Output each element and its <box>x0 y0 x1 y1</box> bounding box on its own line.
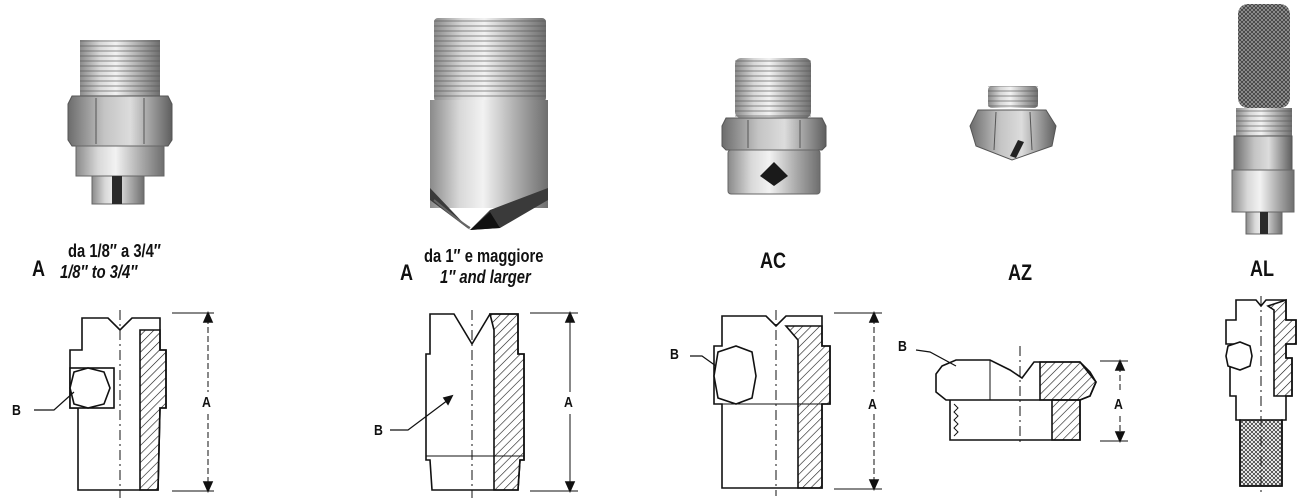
dimension-a-label: A <box>1114 396 1123 413</box>
nozzle-photo-small-icon <box>67 40 173 205</box>
type-code-label: AL <box>1250 256 1275 281</box>
dimension-b-label: B <box>670 346 679 363</box>
dimension-b-label: B <box>12 402 21 419</box>
size-range-it: da 1″ e maggiore <box>424 246 544 266</box>
size-range-it: da 1/8″ a 3/4″ <box>68 241 161 261</box>
nozzle-drawing-large <box>390 310 578 498</box>
nozzle-photo-az-icon <box>969 86 1057 161</box>
dimension-b-label: B <box>374 422 383 439</box>
dimension-b-label: B <box>898 338 907 355</box>
nozzle-photo-al-strainer-icon <box>1231 4 1295 235</box>
nozzle-drawing-al <box>1225 296 1297 496</box>
dimension-a-label: A <box>202 394 211 411</box>
size-range-en: 1/8″ to 3/4″ <box>60 262 138 282</box>
nozzle-drawing-small <box>34 310 214 498</box>
nozzle-drawing-az <box>915 346 1128 446</box>
dimension-a-label: A <box>564 394 573 411</box>
type-code-label: A <box>32 256 46 281</box>
size-range-en: 1″ and larger <box>440 267 531 287</box>
type-code-label: AC <box>760 248 787 273</box>
nozzle-drawing-ac <box>690 310 882 496</box>
dimension-a-label: A <box>868 396 877 413</box>
type-code-label: A <box>400 260 414 285</box>
nozzle-photo-large-icon <box>430 18 548 230</box>
type-code-label: AZ <box>1008 260 1033 285</box>
nozzle-photo-ac-icon <box>721 58 827 195</box>
